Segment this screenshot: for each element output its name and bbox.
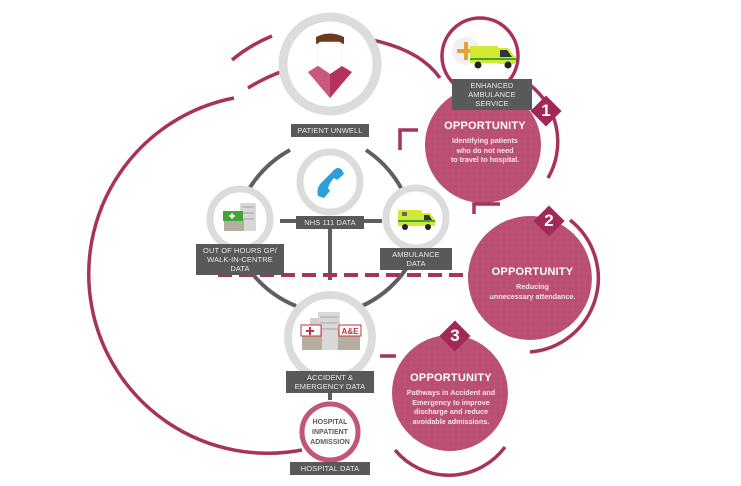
ambulance-data-text: AMBULANCE DATA xyxy=(392,250,440,268)
hospital-line3: ADMISSION xyxy=(310,439,350,446)
opportunity-2-number: 2 xyxy=(544,211,554,230)
inner-connector-ring-lower-right xyxy=(361,264,410,308)
opportunity-2-connector xyxy=(472,202,500,214)
opportunity-3-number: 3 xyxy=(450,326,460,345)
opportunity-3-circle xyxy=(392,335,508,451)
opportunity-3-line1: Pathways in Accident and xyxy=(406,388,496,397)
ae-label-line1: ACCIDENT & xyxy=(306,373,354,382)
opportunity-3-text: OPPORTUNITY Pathways in Accident and Eme… xyxy=(393,372,509,426)
opportunity-3-outer-arc xyxy=(393,445,507,477)
ae-sign-text: A&E xyxy=(342,327,360,336)
opportunity-1-title: OPPORTUNITY xyxy=(444,120,526,132)
clinic-building-icon xyxy=(223,203,256,231)
gp-label: OUT OF HOURS GP/ WALK-IN-CENTRE DATA xyxy=(196,244,284,275)
hospital-data-label: HOSPITAL DATA xyxy=(290,462,370,475)
enhanced-label-line1: ENHANCED xyxy=(470,81,514,90)
gp-label-line1: OUT OF HOURS GP/ xyxy=(203,246,277,255)
opportunity-3-line4: avoidable admissions. xyxy=(412,416,490,426)
patient-unwell-label: PATIENT UNWELL xyxy=(291,124,369,137)
ae-label-line2: EMERGENCY DATA xyxy=(294,382,366,391)
ae-label: ACCIDENT & EMERGENCY DATA xyxy=(286,371,374,393)
opportunity-2-text: OPPORTUNITY Reducing unnecessary attenda… xyxy=(475,266,590,301)
opportunity-1-line3: to travel to hospital. xyxy=(450,155,520,164)
person-icon xyxy=(308,33,352,98)
opportunity-2-line1: Reducing xyxy=(516,282,549,291)
opportunity-1-connector xyxy=(398,128,418,150)
patient-unwell-text: PATIENT UNWELL xyxy=(297,126,363,135)
outer-pathway-loop xyxy=(87,96,303,456)
hospital-line2: INPATIENT xyxy=(312,429,348,436)
ambulance-plus-icon xyxy=(452,37,516,69)
opportunity-3-description: Pathways in Accident and Emergency to im… xyxy=(393,388,509,426)
hospital-admission-ring xyxy=(299,401,361,463)
opportunity-1-line1: Identifying patients xyxy=(452,136,518,145)
opportunity-1-text: OPPORTUNITY Identifying patients who do … xyxy=(430,120,540,165)
ambulance-data-label: AMBULANCE DATA xyxy=(380,248,452,270)
hospital-line1: HOSPITAL xyxy=(312,419,348,426)
phone-icon xyxy=(317,168,344,198)
opportunity-2-description: Reducing unnecessary attendance. xyxy=(475,282,590,301)
ambulance-icon xyxy=(398,210,435,230)
opportunity-2-circle xyxy=(468,216,592,340)
opportunity-2-outer-arc xyxy=(529,218,601,354)
hospital-ae-icon xyxy=(300,312,362,350)
enhanced-label-line2: AMBULANCE SERVICE xyxy=(468,90,516,108)
opportunity-1-description: Identifying patients who do not need to … xyxy=(430,136,540,165)
opportunity-1-line2: who do not need xyxy=(456,145,514,155)
opportunity-1-number: 1 xyxy=(541,101,551,120)
outer-pathway-left-connector xyxy=(230,34,273,62)
outer-pathway-top-right xyxy=(371,38,442,80)
gp-label-line2: WALK-IN-CENTRE DATA xyxy=(207,255,273,273)
hospital-admission-text: HOSPITAL INPATIENT ADMISSION xyxy=(302,418,358,448)
opportunity-3-title: OPPORTUNITY xyxy=(410,372,492,384)
opportunity-1-circle xyxy=(425,87,541,203)
opportunity-3-line3: discharge and reduce xyxy=(413,407,489,416)
nhs111-label: NHS 111 DATA xyxy=(296,216,364,229)
opportunity-2-line2: unnecessary attendance. xyxy=(489,291,576,301)
opportunity-2-inner-ring xyxy=(544,221,594,345)
opportunity-1-outer-arc xyxy=(528,83,560,179)
opportunity-2-title: OPPORTUNITY xyxy=(491,266,574,278)
opportunity-3-line2: Emergency to improve xyxy=(412,397,490,407)
opportunity-3-badge xyxy=(439,320,471,352)
enhanced-ambulance-label: ENHANCED AMBULANCE SERVICE xyxy=(452,79,532,110)
nhs111-text: NHS 111 DATA xyxy=(304,218,356,227)
hospital-data-text: HOSPITAL DATA xyxy=(300,464,360,473)
opportunity-3-inner-ring xyxy=(399,431,499,460)
